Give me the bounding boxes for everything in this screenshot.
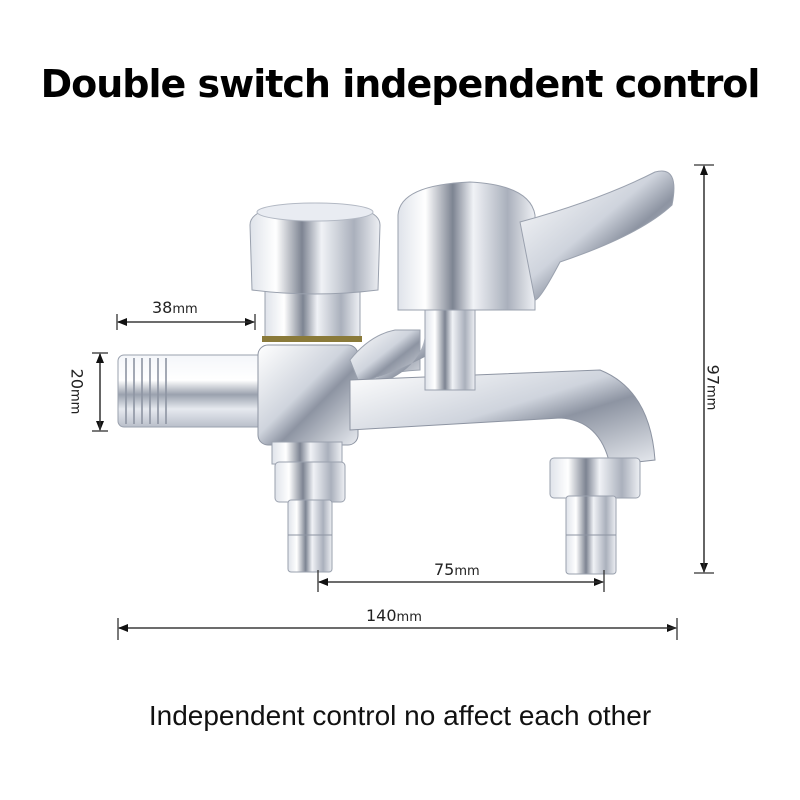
dimension-unit: mm bbox=[67, 389, 83, 415]
dimension-unit: mm bbox=[396, 610, 422, 625]
inlet-pipe bbox=[117, 354, 269, 428]
dimension-outlet-spacing: 75mm bbox=[434, 560, 480, 579]
dimension-value: 75 bbox=[434, 560, 455, 579]
dimension-inlet-diameter: 20mm bbox=[67, 369, 86, 415]
dimension-value: 140 bbox=[366, 606, 397, 625]
dimension-total-height: 97mm bbox=[703, 365, 722, 411]
dimension-lines bbox=[92, 164, 714, 640]
dimension-inlet-length: 38mm bbox=[152, 298, 198, 317]
page-title: Double switch independent control bbox=[40, 62, 761, 106]
caption: Independent control no affect each other bbox=[148, 700, 652, 731]
dimension-unit: mm bbox=[172, 302, 198, 317]
dimension-value: 20 bbox=[67, 368, 87, 390]
dimension-unit: mm bbox=[703, 385, 719, 411]
dimension-value: 97 bbox=[703, 364, 723, 386]
dimension-unit: mm bbox=[454, 564, 480, 579]
dimension-value: 38 bbox=[152, 298, 173, 317]
dimension-total-width: 140mm bbox=[366, 606, 422, 625]
